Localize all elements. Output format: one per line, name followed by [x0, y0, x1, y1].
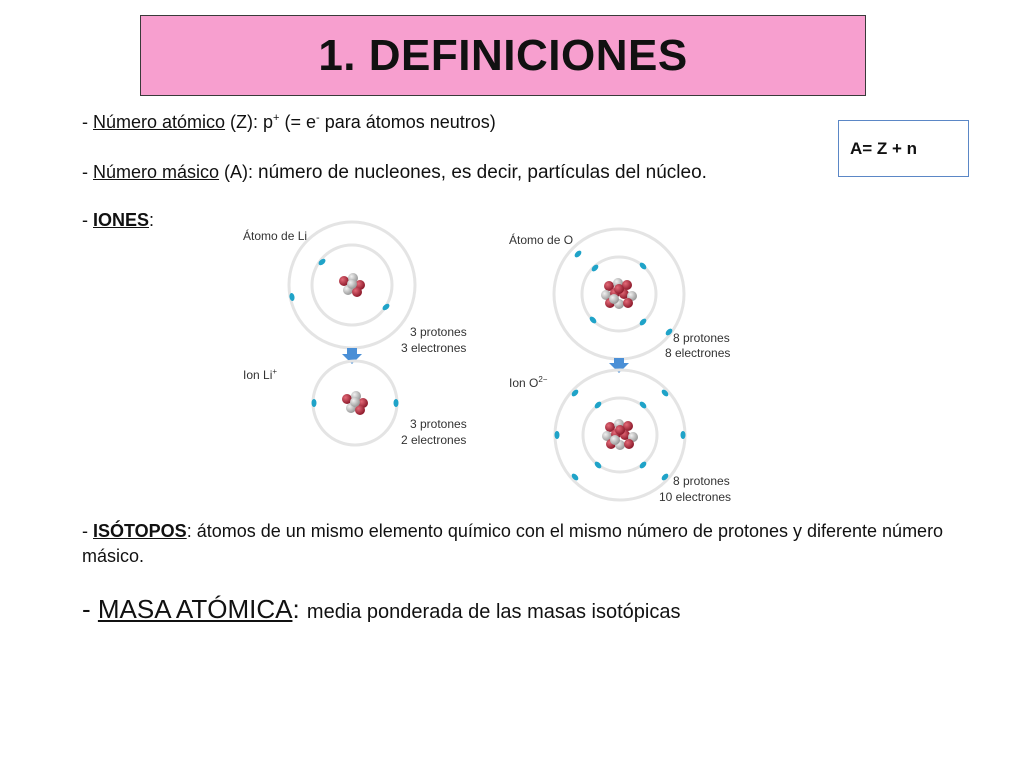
- term-numero-atomico: Número atómico: [93, 112, 226, 132]
- page-title: 1. DEFINICIONES: [318, 30, 688, 80]
- li-atom-diagram: [287, 220, 417, 350]
- li-ion-label-text: Ion Li: [243, 368, 272, 382]
- li-atom-label: Átomo de Li: [243, 228, 307, 243]
- electron: [594, 401, 602, 409]
- o-ion-diagram: [553, 368, 687, 502]
- electron: [571, 389, 579, 397]
- o-ion-label-text: Ion O: [509, 376, 538, 390]
- o-ion-label: Ion O2−: [509, 375, 548, 390]
- o-atom-caption-protons: 8 protones: [673, 331, 730, 345]
- term-iones: IONES: [93, 210, 150, 230]
- definition-isotopos: - ISÓTOPOS: átomos de un mismo elemento …: [82, 519, 952, 569]
- down-arrow: [342, 348, 362, 364]
- li-ion-caption-protons: 3 protones: [410, 417, 467, 431]
- electron: [594, 461, 602, 469]
- electron: [571, 473, 579, 481]
- electron: [639, 262, 647, 270]
- definition-iones: - IONES:: [82, 210, 154, 231]
- li-atom-caption-electrons: 3 electrones: [401, 341, 466, 355]
- electron: [311, 399, 317, 407]
- electron: [665, 328, 673, 336]
- electron: [289, 293, 295, 301]
- term-isotopos: ISÓTOPOS: [93, 521, 187, 541]
- definition-text: número de nucleones, es decir, partícula…: [258, 162, 707, 183]
- superscript-plus: +: [273, 112, 280, 124]
- o-ion-nucleus: [602, 419, 638, 450]
- definition-masa-atomica: - MASA ATÓMICA: media ponderada de las m…: [82, 594, 680, 625]
- o-ion-caption-protons: 8 protones: [673, 474, 730, 488]
- definition-numero-atomico: - Número atómico (Z): p+ (= e- para átom…: [82, 112, 496, 133]
- li-ion-charge: +: [272, 367, 277, 376]
- definition-numero-masico: - Número másico (A): número de nucleones…: [82, 162, 707, 184]
- li-ion-diagram: [311, 359, 399, 447]
- colon: :: [149, 210, 155, 230]
- bullet-dash: -: [82, 162, 93, 182]
- colon: :: [292, 594, 307, 624]
- formula-text: A= Z + n: [850, 138, 918, 158]
- electron: [554, 431, 560, 439]
- electron: [318, 258, 326, 266]
- o-atom-label: Átomo de O: [509, 232, 573, 247]
- electron: [639, 318, 647, 326]
- definition-text: (= e: [279, 112, 317, 132]
- superscript-minus: -: [316, 112, 320, 124]
- o-nucleus: [601, 278, 637, 309]
- electron: [393, 399, 399, 407]
- term-masa-atomica: MASA ATÓMICA: [97, 594, 293, 624]
- bullet-dash: -: [82, 112, 93, 132]
- electron: [639, 461, 647, 469]
- li-atom-caption-protons: 3 protones: [410, 325, 467, 339]
- o-atom-caption-electrons: 8 electrones: [665, 346, 730, 360]
- electron: [574, 250, 582, 258]
- title-box: 1. DEFINICIONES: [140, 15, 866, 96]
- bullet-dash: -: [82, 521, 93, 541]
- definition-text: (Z): p: [225, 112, 274, 132]
- electron: [639, 401, 647, 409]
- li-ion-caption-electrons: 2 electrones: [401, 433, 466, 447]
- bullet-dash: -: [82, 210, 93, 230]
- electron: [661, 389, 669, 397]
- o-ion-caption-electrons: 10 electrones: [659, 490, 731, 504]
- definition-text: (A):: [219, 162, 259, 182]
- definition-text: : átomos de un mismo elemento químico co…: [82, 521, 944, 566]
- electron: [661, 473, 669, 481]
- down-arrow: [609, 358, 629, 373]
- electron: [680, 431, 686, 439]
- li-nucleus: [339, 273, 365, 297]
- electron: [591, 264, 599, 272]
- term-numero-masico: Número másico: [93, 162, 220, 182]
- o-ion-charge: 2−: [538, 375, 547, 384]
- formula-box: A= Z + n: [838, 120, 969, 177]
- electron: [382, 303, 390, 311]
- electron: [589, 316, 597, 324]
- li-ion-label: Ion Li+: [243, 367, 277, 382]
- bullet-dash: -: [82, 594, 98, 624]
- definition-text: para átomos neutros): [319, 112, 496, 132]
- o-atom-diagram: [552, 227, 686, 361]
- definition-text: media ponderada de las masas isotópicas: [306, 601, 681, 623]
- li-ion-nucleus: [342, 391, 368, 415]
